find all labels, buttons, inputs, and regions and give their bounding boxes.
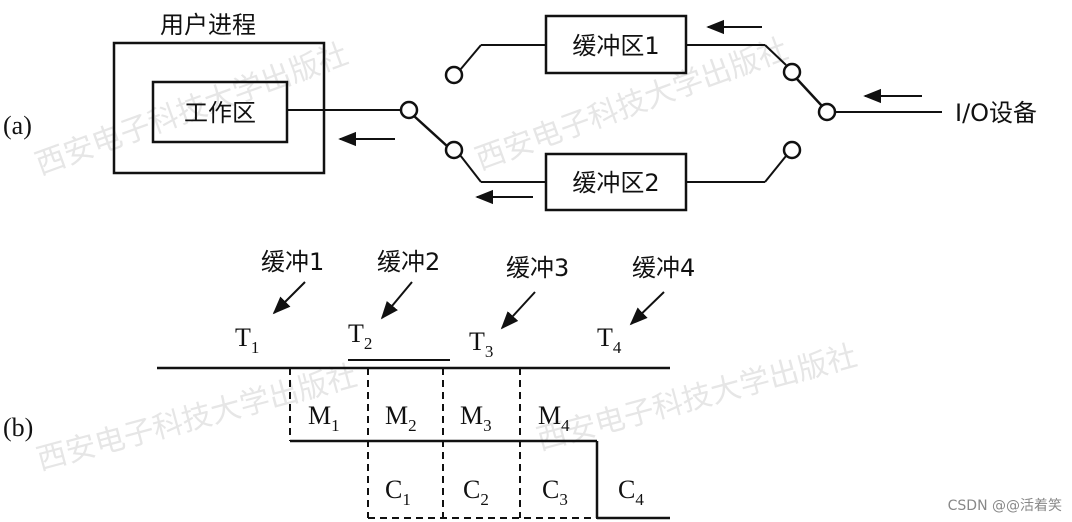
part-b-label: (b) (3, 413, 33, 442)
buffer-label-1: 缓冲1 (261, 248, 324, 276)
switch-contact-right-bottom (782, 140, 802, 160)
buffer-1-label: 缓冲区1 (572, 32, 659, 60)
buffer-label-3: 缓冲3 (506, 254, 569, 282)
m-label-1: M1 (308, 401, 340, 435)
switch-arm-left (413, 115, 448, 147)
wire-right-bottom-diag (764, 155, 787, 183)
process-title: 用户进程 (160, 11, 256, 39)
watermark-group: 西安电子科技大学出版社 西安电子科技大学出版社 西安电子科技大学出版社 西安电子… (31, 32, 861, 478)
work-area-box (151, 80, 289, 144)
pointer-arrow-2 (380, 281, 413, 320)
m-label-4: M4 (538, 401, 570, 435)
m-label-3: M3 (460, 401, 492, 435)
buffer-2-label: 缓冲区2 (572, 169, 659, 197)
switch-contact-right-top (782, 62, 802, 82)
switch-contact-left-top (444, 65, 464, 85)
part-a-label: (a) (3, 111, 32, 140)
switch-arm-right (796, 78, 823, 107)
io-device-label: I/O设备 (955, 99, 1037, 127)
c-label-2: C2 (463, 475, 489, 509)
pointer-arrow-4 (629, 291, 665, 326)
buffer-label-2: 缓冲2 (377, 248, 440, 276)
work-area-label: 工作区 (184, 99, 256, 127)
c-label-1: C1 (385, 475, 411, 509)
c-label-4: C4 (618, 475, 644, 509)
pointer-arrow-3 (500, 291, 536, 330)
t-label-1: T1 (235, 323, 259, 357)
t-label-4: T4 (597, 323, 622, 357)
user-process-box (112, 41, 326, 175)
csdn-credit: CSDN @@活着笑 (948, 498, 1062, 514)
t-label-2: T2 (348, 319, 372, 353)
wire-left-bottom-diag (459, 154, 482, 183)
wire-right-top-diag (764, 44, 787, 66)
c-label-3: C3 (542, 475, 568, 509)
buffer-label-4: 缓冲4 (632, 254, 695, 282)
switch-contact-left-bottom (444, 140, 464, 160)
switch-pivot-left (399, 100, 419, 120)
dashed-dividers (289, 368, 597, 519)
wire-left-top-diag (459, 44, 482, 71)
pointer-arrow-1 (272, 281, 306, 315)
m-label-2: M2 (385, 401, 417, 435)
t-label-3: T3 (469, 327, 493, 361)
